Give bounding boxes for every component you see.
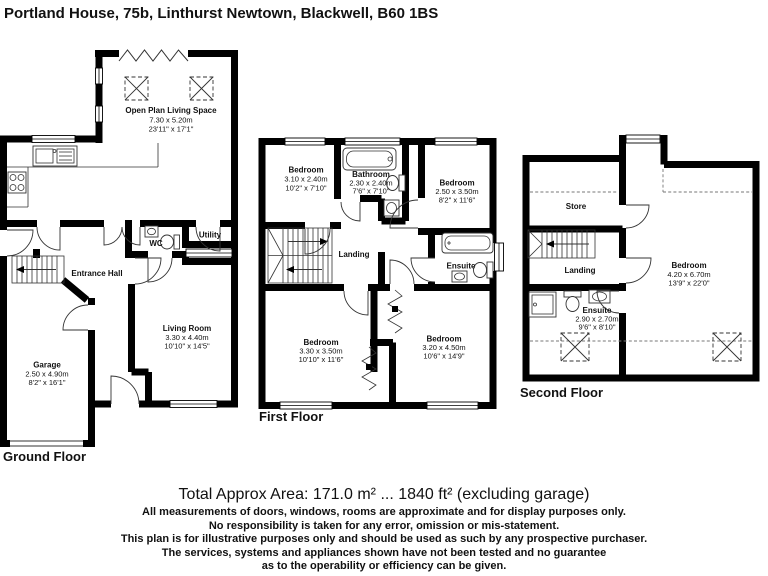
ground-windows [31,67,233,408]
svg-text:23'11" x 17'1": 23'11" x 17'1" [149,125,194,134]
svg-text:10'6" x 14'9": 10'6" x 14'9" [423,352,464,361]
svg-text:Ensuite: Ensuite [583,306,612,315]
room-label-bedroom3: Bedroom 3.30 x 3.50m 10'10" x 11'6" [299,338,344,364]
ground-walls [0,50,238,447]
svg-text:Living Room: Living Room [163,324,211,333]
ground-floor-label: Ground Floor [3,449,87,464]
room-label-bathroom: Bathroom 2.30 x 2.40m 7'6" x 7'10" [349,170,392,196]
disclaimer-line: All measurements of doors, windows, room… [142,506,626,518]
skylight-icon [189,76,214,101]
svg-text:3.20 x 4.50m: 3.20 x 4.50m [422,343,465,352]
second-floor-plan: Store Landing Ensuite 2.90 x 2.70m 9'6" … [522,134,760,382]
door-arcs [596,204,652,314]
svg-text:Bedroom: Bedroom [426,335,461,344]
svg-text:2.90 x 2.70m: 2.90 x 2.70m [575,315,618,324]
wc-sink-icon [144,225,159,238]
stairs [267,227,333,284]
room-label-open-plan: Open Plan Living Space 7.30 x 5.20m 23'1… [125,106,217,134]
door-arcs [304,199,436,316]
first-floor-label: First Floor [259,409,324,424]
room-label-bedroom2: Bedroom 2.50 x 3.50m 8'2" x 11'6" [435,179,478,205]
room-label-bedroom: Bedroom 4.20 x 6.70m 13'9" x 22'0" [667,261,710,288]
stairs [527,229,596,259]
skylight-icon [712,332,742,362]
skylight-icon [560,332,590,362]
svg-text:Open Plan Living Space: Open Plan Living Space [125,106,217,115]
page-title: Portland House, 75b, Linthurst Newtown, … [4,5,439,22]
svg-text:8'2" x 16'1": 8'2" x 16'1" [29,378,66,387]
skylight-icon [124,76,149,101]
eaves-dashed-lines [530,169,752,342]
bath-icon [441,232,494,254]
room-label-bedroom1: Bedroom 3.10 x 2.40m 10'2" x 7'10" [284,166,327,193]
toilet-icon [563,290,582,312]
svg-text:3.10 x 2.40m: 3.10 x 2.40m [284,175,327,184]
disclaimer-line: as to the operability or efficiency can … [261,560,507,572]
second-walls [522,135,760,382]
room-label-landing: Landing [338,250,369,259]
disclaimer-line: The services, systems and appliances sho… [161,546,607,559]
svg-text:9'6" x 8'10": 9'6" x 8'10" [579,323,616,332]
kitchen-sink-icon [32,145,78,167]
room-label-living-room: Living Room 3.30 x 4.40m 10'10" x 14'5" [163,324,211,351]
svg-text:2.30 x 2.40m: 2.30 x 2.40m [349,179,392,188]
garage-door-icon [10,440,83,447]
room-label-landing: Landing [564,266,595,275]
hob-icon [7,171,27,194]
toilet-icon [386,174,406,192]
svg-text:10'2" x 7'10": 10'2" x 7'10" [285,184,326,193]
ground-floor-plan: Open Plan Living Space 7.30 x 5.20m 23'1… [0,49,238,447]
room-label-bedroom4: Bedroom 3.20 x 4.50m 10'6" x 14'9" [422,335,465,361]
svg-text:10'10" x 11'6": 10'10" x 11'6" [299,355,344,364]
room-label-ensuite: Ensuite 2.90 x 2.70m 9'6" x 8'10" [575,306,618,332]
wc-toilet-icon [160,234,180,250]
wall-stub [33,249,40,258]
svg-text:Garage: Garage [33,361,61,370]
room-label-utility: Utility [199,231,222,240]
svg-text:Bedroom: Bedroom [288,166,323,175]
svg-text:4.20 x 6.70m: 4.20 x 6.70m [667,270,710,279]
footer: Total Approx Area: 171.0 m² ... 1840 ft²… [0,486,768,574]
wardrobe-zigzag-icon [361,289,403,391]
svg-text:7'6" x 7'10": 7'6" x 7'10" [353,187,390,196]
svg-text:Bathroom: Bathroom [352,170,390,179]
svg-text:13'9" x 22'0": 13'9" x 22'0" [668,279,709,288]
svg-text:2.50 x 3.50m: 2.50 x 3.50m [435,187,478,196]
first-windows [279,137,504,410]
room-label-entrance-hall: Entrance Hall [71,269,122,278]
stairs [11,255,65,284]
basin-icon [383,199,400,217]
room-label-ensuite: Ensuite [447,262,476,271]
first-floor-plan: Bedroom 3.10 x 2.40m 10'2" x 7'10" Bathr… [258,137,504,410]
bath-icon [342,147,397,171]
toilet-icon [473,261,494,279]
svg-text:2.50 x 4.90m: 2.50 x 4.90m [25,370,68,379]
disclaimer-line: No responsibility is taken for any error… [208,519,560,532]
second-floor-label: Second Floor [520,385,604,400]
second-windows [625,134,661,144]
sink-icon [451,270,468,283]
room-label-garage: Garage 2.50 x 4.90m 8'2" x 16'1" [25,361,68,388]
svg-text:Bedroom: Bedroom [303,338,338,347]
svg-text:Bedroom: Bedroom [439,179,474,188]
first-walls [258,138,497,409]
svg-text:Bedroom: Bedroom [671,261,706,270]
svg-text:8'2" x 11'6": 8'2" x 11'6" [439,196,476,205]
svg-text:7.30 x 5.20m: 7.30 x 5.20m [149,116,192,125]
kitchen-counter-icon [7,143,159,208]
total-area-text: Total Approx Area: 171.0 m² ... 1840 ft²… [178,486,590,503]
svg-text:3.30 x 3.50m: 3.30 x 3.50m [299,347,342,356]
room-label-store: Store [566,202,587,211]
svg-text:3.30 x 4.40m: 3.30 x 4.40m [165,333,208,342]
bifold-doors-icon [118,49,189,62]
door-arcs [6,226,221,405]
room-label-wc: WC [149,239,163,248]
disclaimer-line: This plan is for illustrative purposes o… [120,533,648,545]
svg-text:10'10" x 14'5": 10'10" x 14'5" [164,342,210,351]
shower-icon [528,291,557,318]
